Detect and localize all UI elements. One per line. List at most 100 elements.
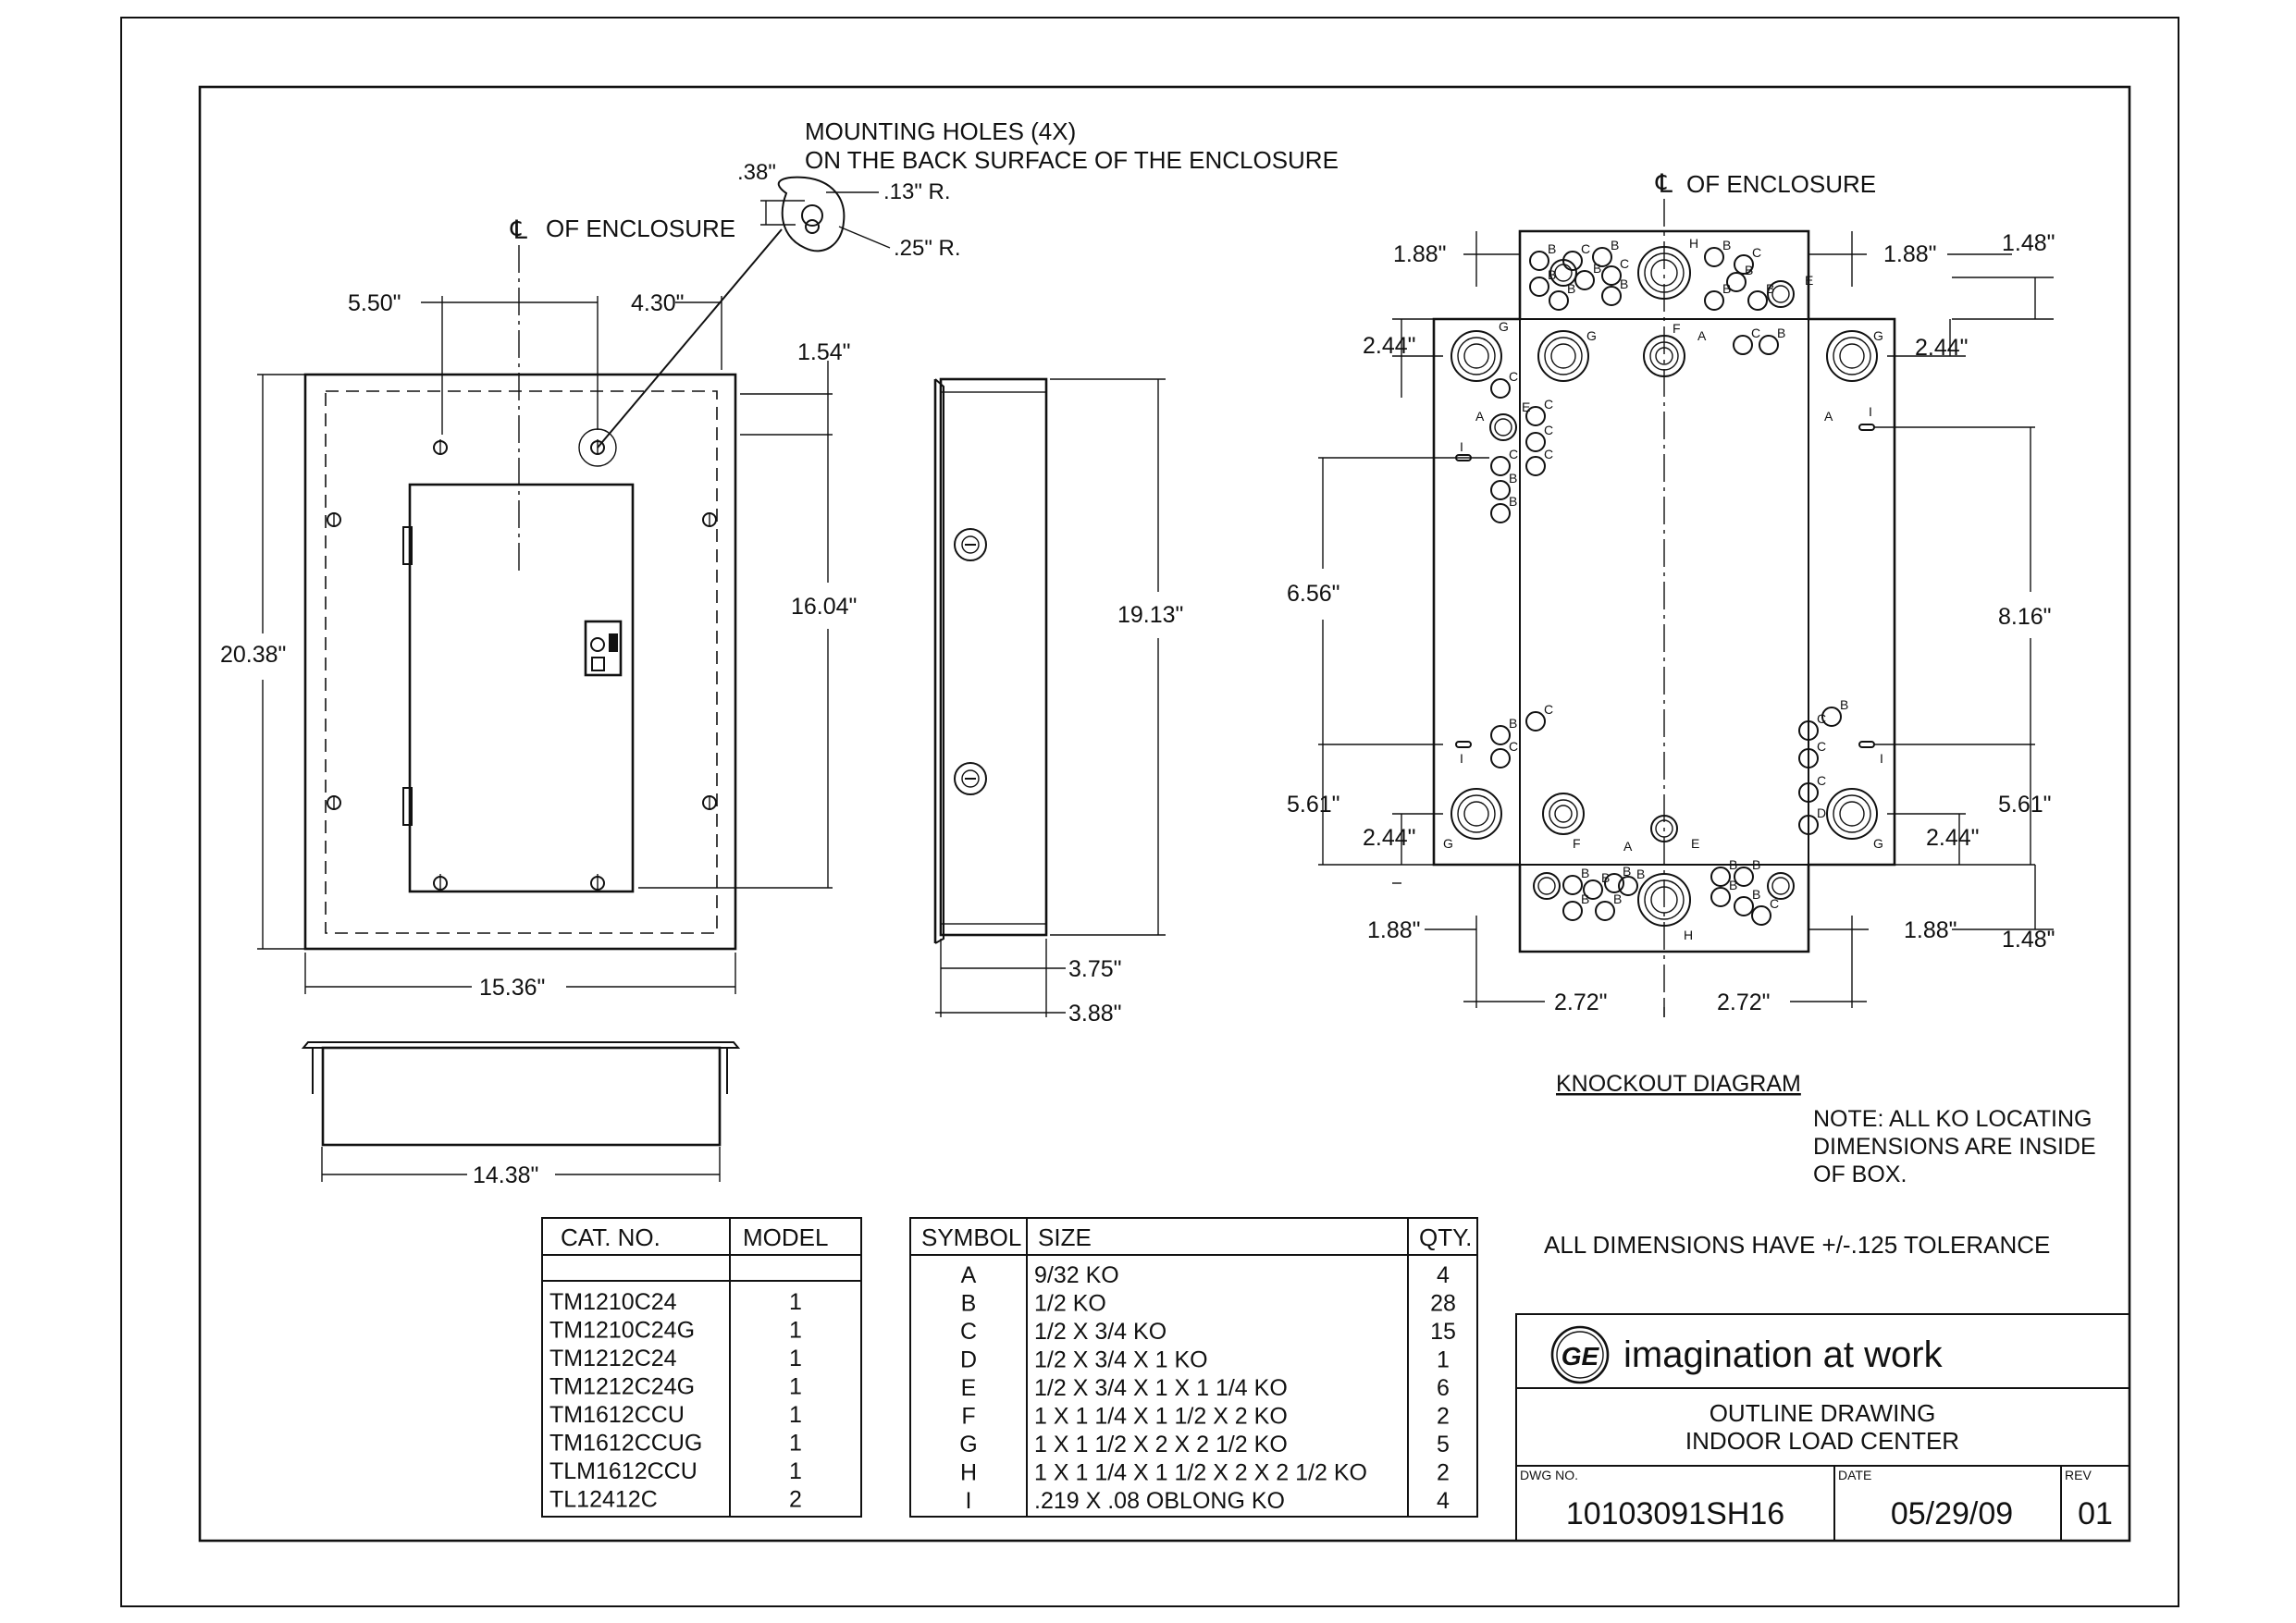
ko-b-icon — [1529, 251, 1549, 271]
ko-dim-244-tl: 2.44" — [1363, 333, 1416, 359]
symbol-row-qty: 6 — [1437, 1375, 1450, 1401]
catalog-row-model: 1 — [789, 1318, 802, 1344]
ko-dim-816: 8.16" — [1998, 604, 2052, 630]
symbol-row-size: 9/32 KO — [1034, 1262, 1119, 1288]
symbol-row-size: 1 X 1 1/2 X 2 X 2 1/2 KO — [1034, 1432, 1288, 1457]
catalog-row-model: 1 — [789, 1431, 802, 1457]
ko-f-icons — [1542, 335, 1685, 835]
ko-letter-label: I — [1460, 751, 1463, 766]
cl-enclosure-front: OF ENCLOSURE — [546, 215, 735, 242]
ko-letter-label: C — [1544, 702, 1553, 717]
catalog-row-catno: TL12412C — [549, 1487, 658, 1513]
symbol-row-symbol: D — [960, 1347, 977, 1373]
ko-g-icons — [1450, 330, 1878, 840]
ko-letter-label: H — [1684, 928, 1693, 942]
symbol-table: SYMBOL SIZE QTY. — [909, 1217, 1478, 1518]
ko-letter-label: B — [1722, 281, 1731, 296]
symbol-header-size: SIZE — [1038, 1223, 1092, 1251]
catalog-row-model: 1 — [789, 1346, 802, 1371]
ko-b-icon — [1604, 873, 1624, 893]
ko-letter-label: C — [1817, 711, 1826, 726]
ko-letter-label: C — [1509, 447, 1518, 461]
catalog-row-model: 1 — [789, 1402, 802, 1428]
ko-letter-label: A — [1475, 409, 1485, 424]
catalog-header-catno: CAT. NO. — [561, 1223, 660, 1251]
ko-b-icon — [1490, 725, 1511, 745]
ko-letter-label: C — [1544, 447, 1553, 461]
title-line-2: INDOOR LOAD CENTER — [1685, 1427, 1959, 1455]
symbol-row-size: 1/2 KO — [1034, 1291, 1106, 1317]
symbol-header-qty: QTY. — [1419, 1223, 1472, 1251]
knockout-diagram-title: KNOCKOUT DIAGRAM — [1556, 1071, 1801, 1097]
catalog-row-model: 1 — [789, 1289, 802, 1315]
ko-c-icon — [1490, 456, 1511, 476]
ko-letter-label: F — [1673, 321, 1681, 336]
ko-letter-label: E — [1691, 836, 1699, 851]
ko-letter-label: B — [1840, 697, 1848, 712]
ko-note-2: DIMENSIONS ARE INSIDE — [1813, 1134, 2096, 1160]
ko-dim-656: 6.56" — [1287, 581, 1340, 607]
ko-letter-label: C — [1509, 739, 1518, 754]
ko-letter-label: A — [1623, 839, 1633, 854]
ko-letter-label: C — [1817, 739, 1826, 754]
ko-letter-label: C — [1581, 241, 1590, 256]
symbol-row-size: 1 X 1 1/4 X 1 1/2 X 2 X 2 1/2 KO — [1034, 1460, 1367, 1486]
ko-letter-label: B — [1611, 238, 1619, 252]
ko-letter-label: G — [1873, 328, 1883, 343]
ko-letter-label: B — [1548, 267, 1556, 282]
dim-550: 5.50" — [348, 290, 401, 316]
symbol-row-size: .219 X .08 OBLONG KO — [1034, 1488, 1285, 1514]
ko-dim-148-t: 1.48" — [2002, 230, 2055, 256]
ko-b-icon — [1562, 875, 1583, 895]
ko-letter-label: B — [1548, 241, 1556, 256]
ko-c-icon — [1734, 254, 1754, 275]
catalog-row-catno: TM1210C24 — [549, 1289, 677, 1315]
ko-b-icon — [1549, 290, 1569, 311]
ko-letter-label: B — [1601, 870, 1610, 885]
ko-b-icon — [1704, 290, 1724, 311]
keyhole-icons — [433, 428, 617, 891]
ko-b-icon — [1618, 876, 1638, 896]
symbol-row-qty: 1 — [1437, 1347, 1450, 1373]
ko-b-icon — [1595, 901, 1615, 921]
ko-letter-label: B — [1613, 891, 1622, 906]
ko-b-icon — [1734, 867, 1754, 887]
dwg-no-label: DWG NO. — [1520, 1468, 1578, 1482]
cl-symbol-ko: ℄ — [1655, 169, 1673, 198]
dim-2038: 20.38" — [220, 642, 286, 668]
ko-c-icon — [1525, 432, 1546, 452]
ko-dim-148-b: 1.48" — [2002, 927, 2055, 953]
rev-label: REV — [2065, 1468, 2092, 1482]
ko-c-icon — [1490, 378, 1511, 399]
ko-b-icon — [1821, 707, 1842, 727]
symbol-row-symbol: C — [960, 1319, 977, 1345]
ko-letter-label: B — [1752, 857, 1760, 872]
mounting-holes-note-1: MOUNTING HOLES (4X) — [805, 117, 1076, 145]
ko-b-icon — [1562, 901, 1583, 921]
symbol-row-qty: 2 — [1437, 1404, 1450, 1430]
date-label: DATE — [1838, 1468, 1871, 1482]
ko-letter-label: B — [1581, 866, 1589, 880]
ko-b-icon — [1490, 480, 1511, 500]
dim-1536: 15.36" — [479, 975, 545, 1001]
ko-b-icon — [1490, 503, 1511, 523]
inner-box-outline — [325, 390, 718, 934]
symbol-row-size: 1/2 X 3/4 X 1 KO — [1034, 1347, 1208, 1373]
ko-letter-label: B — [1752, 887, 1760, 902]
cl-enclosure-ko: OF ENCLOSURE — [1686, 170, 1876, 198]
ko-b-icon — [1592, 247, 1612, 267]
ko-letter-label: B — [1509, 471, 1517, 486]
catalog-row-model: 1 — [789, 1458, 802, 1484]
ge-logo-text: GE — [1562, 1342, 1600, 1371]
ko-dim-244-tr: 2.44" — [1915, 335, 1969, 361]
ko-c-icon — [1798, 748, 1819, 768]
ko-c-icon — [1733, 335, 1753, 355]
hinge-bottom — [402, 787, 413, 826]
ko-letter-label: B — [1623, 864, 1631, 879]
cl-symbol-front: ℄ — [510, 215, 527, 244]
symbol-header-symbol: SYMBOL — [921, 1223, 1021, 1251]
ko-letter-label: C — [1509, 369, 1518, 384]
symbol-row-symbol: A — [961, 1262, 977, 1288]
